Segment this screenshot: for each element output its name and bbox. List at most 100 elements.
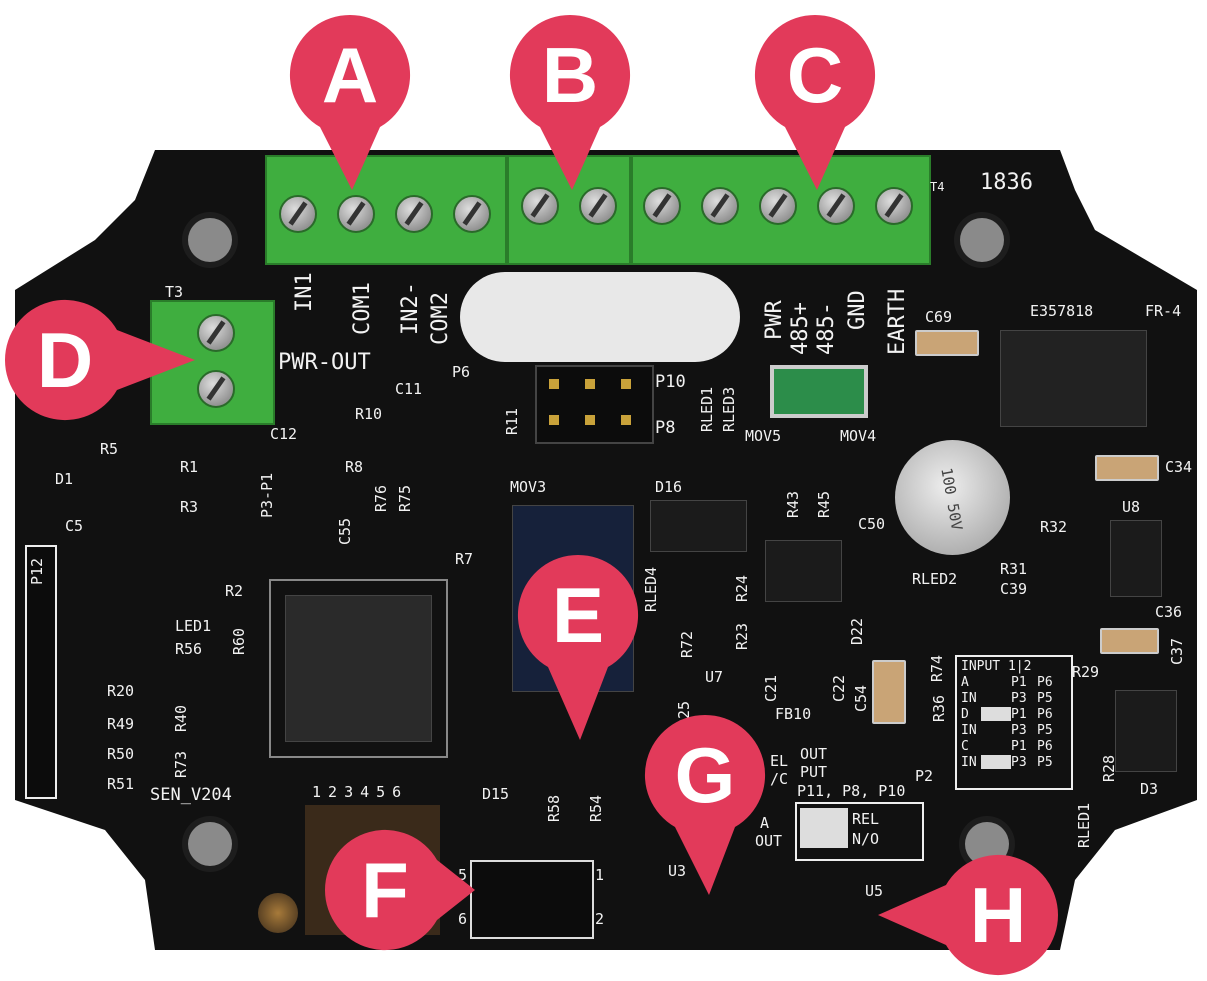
no-label: N/O (852, 830, 880, 848)
label-r36: R36 (930, 694, 948, 722)
marker-label: H (969, 871, 1027, 959)
label-fb10: FB10 (775, 705, 812, 723)
chip-u8 (1110, 520, 1162, 597)
cell: P6 (1037, 675, 1053, 690)
label-r10: R10 (355, 405, 383, 423)
a-out-1: A (760, 814, 770, 832)
label-r29: R29 (1072, 663, 1100, 681)
marker-f: F (324, 829, 475, 951)
label-r5: R5 (100, 440, 119, 458)
output-line3: P11, P8, P10 (797, 782, 906, 800)
dip-num: 2 (328, 783, 338, 801)
label-earth: EARTH (885, 288, 910, 355)
label-c55: C55 (336, 517, 354, 545)
label-rled4: RLED4 (642, 566, 660, 612)
label-r40: R40 (172, 704, 190, 732)
label-c22: C22 (830, 674, 848, 702)
label-r58: R58 (545, 794, 563, 822)
marker-label: C (786, 31, 844, 119)
label-d5: D3 (1140, 780, 1159, 798)
chip-d16 (650, 500, 747, 552)
label-t3: T3 (165, 283, 184, 301)
label-r28: R28 (1100, 754, 1118, 782)
label-com1: COM1 (350, 282, 375, 335)
label-rled1: RLED1 (698, 386, 716, 432)
led-gold (258, 893, 298, 933)
label-mov3: MOV3 (510, 478, 547, 496)
label-rled1-lower: RLED1 (1075, 802, 1093, 848)
label-cert: E357818 (1030, 302, 1094, 320)
label-in2: IN2- (398, 282, 423, 335)
hdr-num: 2 (595, 910, 605, 928)
label-r45: R45 (815, 490, 833, 518)
cell: P6 (1037, 739, 1053, 754)
cell: P5 (1037, 755, 1053, 770)
label-in1: IN1 (292, 272, 317, 312)
rel-label: REL (852, 810, 880, 828)
label-r3: R3 (180, 498, 199, 516)
label-r56: R56 (175, 640, 203, 658)
inductor (1000, 330, 1147, 427)
label-led1: LED1 (175, 617, 212, 635)
label-c34: C34 (1165, 458, 1193, 476)
a-out-2: OUT (755, 832, 783, 850)
cell: P6 (1037, 707, 1053, 722)
label-r8: R8 (345, 458, 364, 476)
dip-num: 5 (376, 783, 386, 801)
label-r76: R76 (372, 484, 390, 512)
label-r24: R24 (733, 574, 751, 602)
header-2x3 (470, 860, 594, 939)
header-p12 (25, 545, 57, 799)
board-slot (460, 272, 740, 362)
label-u3: U3 (668, 862, 687, 880)
terminal-block-middle (507, 155, 631, 265)
marker-h: H (878, 854, 1058, 976)
label-c5: C5 (65, 517, 84, 535)
row-ch: A (961, 675, 969, 690)
dip-num: 4 (360, 783, 370, 801)
label-r7: R7 (455, 550, 474, 568)
label-p12: P12 (28, 557, 46, 585)
capacitor-c34 (1095, 455, 1159, 481)
label-c36: C36 (1155, 603, 1183, 621)
mounting-hole (960, 218, 1004, 262)
label-r54: R54 (587, 794, 605, 822)
input-table-title: INPUT 1|2 (961, 659, 1032, 674)
label-r32: R32 (1040, 518, 1068, 536)
label-r2: R2 (225, 582, 244, 600)
marker-label: F (361, 846, 409, 934)
label-c11: C11 (395, 380, 423, 398)
label-c69: C69 (925, 308, 953, 326)
label-d16: D16 (655, 478, 683, 496)
label-c50: C50 (858, 515, 886, 533)
label-p6: P6 (452, 363, 471, 381)
hdr-num: 5 (458, 866, 468, 884)
cell: P1 (1011, 707, 1027, 722)
label-c54: C54 (852, 684, 870, 712)
label-r1: R1 (180, 458, 199, 476)
label-mov4: MOV4 (840, 427, 877, 445)
row-sub: IN (961, 691, 977, 706)
label-fr4: FR-4 (1145, 302, 1182, 320)
output-line1: OUT (800, 745, 828, 763)
marker-d: D (4, 299, 195, 421)
marker-e: E (517, 554, 639, 740)
marker-label: G (674, 731, 736, 819)
label-d22: D22 (848, 617, 866, 645)
marker-label: E (551, 571, 605, 659)
label-r50: R50 (107, 745, 135, 763)
capacitor-c50 (895, 440, 1010, 555)
cell: P3 (1011, 691, 1027, 706)
label-485plus: 485+ (788, 302, 813, 355)
dip-numbers: 1 2 3 4 5 6 (312, 783, 401, 801)
label-pwr-out: PWR-OUT (278, 350, 371, 375)
marker-a: A (289, 14, 411, 190)
label-r31: R31 (1000, 560, 1028, 578)
label-p2: P2 (915, 767, 934, 785)
label-c12: C12 (270, 425, 298, 443)
jumper-rel (800, 808, 848, 848)
label-pwr: PWR (762, 300, 787, 340)
label-r72: R72 (678, 630, 696, 658)
arm-mcu (285, 595, 432, 742)
board-name: SEN_V204 (150, 785, 232, 805)
